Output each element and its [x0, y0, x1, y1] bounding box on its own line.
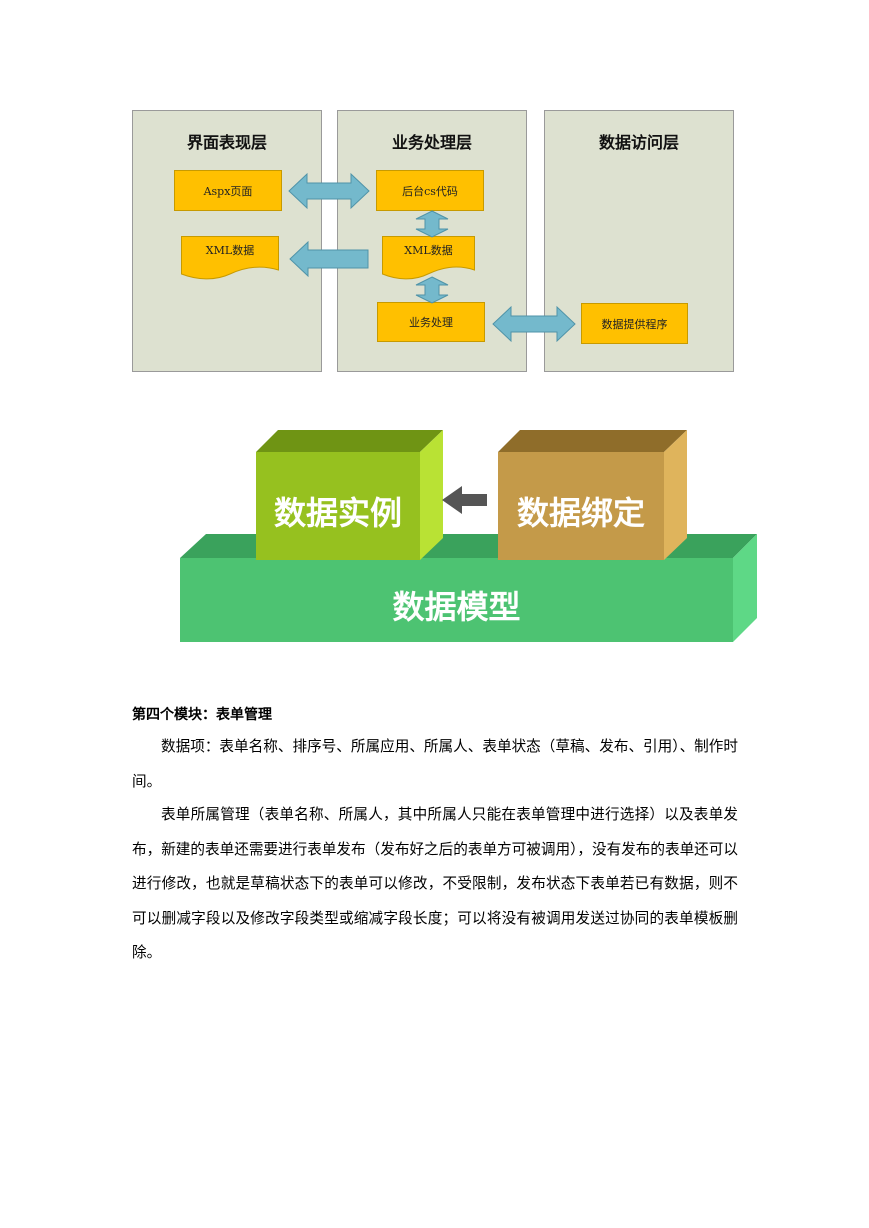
data-binding-label: 数据绑定 [516, 494, 645, 532]
ui-layer-title: 界面表现层 [186, 133, 267, 152]
ui-layer-panel: 界面表现层 [132, 110, 322, 372]
business-process-box: 业务处理 [377, 302, 485, 342]
xml-data-mid-label: XML数据 [404, 244, 453, 257]
data-access-layer-title: 数据访问层 [598, 133, 679, 152]
block-shapes [180, 430, 757, 642]
data-instance-label: 数据实例 [273, 494, 402, 532]
data-provider-box: 数据提供程序 [581, 303, 688, 344]
double-arrow-icon [492, 305, 576, 343]
form-management-paragraph: 表单所属管理（表单名称、所属人，其中所属人只能在表单管理中进行选择）以及表单发布… [132, 806, 738, 961]
section-heading: 第四个模块：表单管理 [132, 707, 272, 723]
document-shape-icon [181, 236, 279, 280]
xml-data-left-label: XML数据 [205, 244, 255, 257]
xml-data-left-doc: XML数据 [181, 236, 279, 282]
data-items-paragraph: 数据项：表单名称、排序号、所属应用、所属人、表单状态（草稿、发布、引用）、制作时… [132, 738, 738, 790]
left-arrow-icon [289, 241, 369, 277]
document-shape-icon [382, 236, 475, 280]
architecture-diagram: 界面表现层 业务处理层 数据访问层 Aspx页面 后台cs代码 业务处理 数据提… [0, 0, 869, 380]
vertical-double-arrow-icon [415, 276, 449, 304]
xml-data-mid-doc: XML数据 [382, 236, 475, 282]
aspx-page-box: Aspx页面 [174, 170, 282, 211]
business-layer-title: 业务处理层 [391, 133, 472, 152]
data-model-diagram: 数据实例 数据绑定 数据模型 [0, 420, 869, 660]
backend-code-box: 后台cs代码 [376, 170, 484, 211]
left-arrow-icon [442, 486, 487, 514]
double-arrow-icon [288, 172, 370, 210]
vertical-double-arrow-icon [415, 210, 449, 238]
data-model-label: 数据模型 [392, 588, 521, 626]
